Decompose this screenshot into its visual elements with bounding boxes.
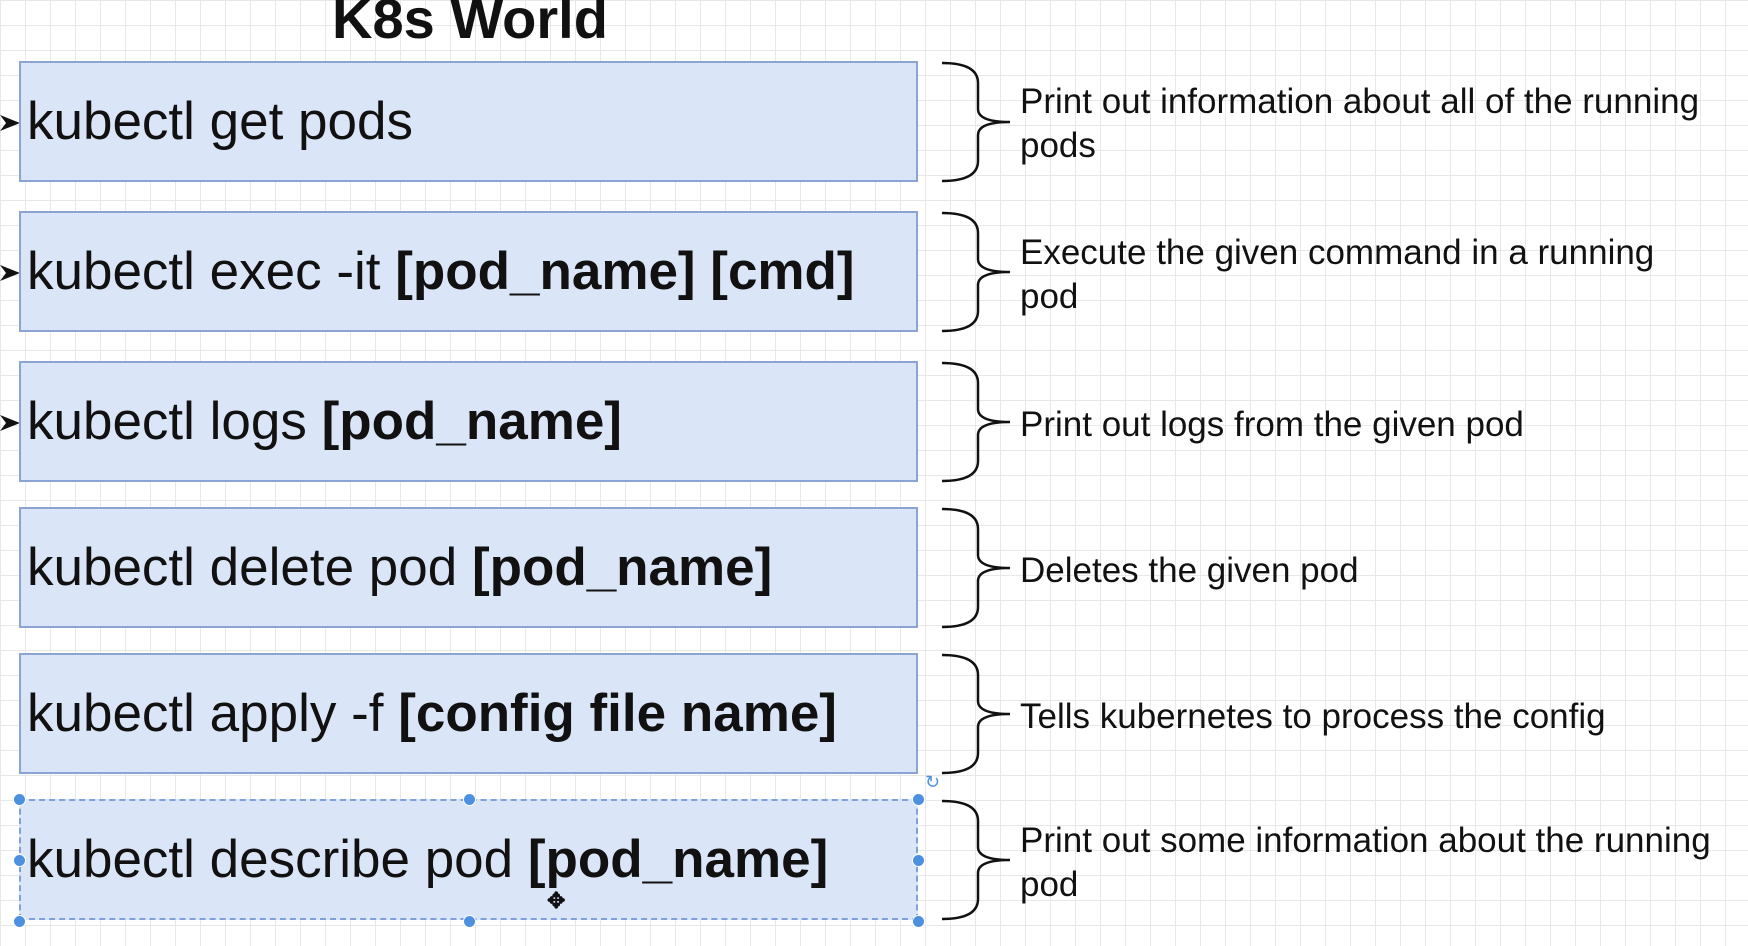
description-get-pods[interactable]: Print out information about all of the r… [1020, 82, 1700, 165]
command-text: kubectl exec -it [pod_name] [cmd] [27, 242, 855, 301]
command-box-logs[interactable]: kubectl logs [pod_name] [19, 361, 918, 482]
curly-brace-icon [941, 61, 1010, 183]
command-text: kubectl get pods [27, 92, 413, 151]
description-describe[interactable]: Print out some information about the run… [1020, 821, 1711, 904]
curly-brace-icon [941, 799, 1010, 921]
description-apply[interactable]: Tells kubernetes to process the config [1020, 697, 1606, 736]
move-cursor-icon: ✥ [547, 888, 566, 913]
description-exec[interactable]: Execute the given command in a running p… [1020, 233, 1655, 316]
curly-brace-icon [941, 653, 1010, 775]
resize-handle-bottom-left[interactable] [13, 915, 26, 928]
resize-handle-right[interactable] [912, 854, 925, 867]
resize-handle-top[interactable] [463, 793, 476, 806]
curly-brace-icon [941, 211, 1010, 333]
curly-brace-icon [941, 361, 1010, 483]
resize-handle-top-left[interactable] [13, 793, 26, 806]
command-box-apply[interactable]: kubectl apply -f [config file name] [19, 653, 918, 774]
rotate-icon[interactable]: ↻ [925, 772, 941, 792]
command-text: kubectl delete pod [pod_name] [27, 538, 773, 597]
curly-brace-icon [941, 507, 1010, 629]
resize-handle-left[interactable] [13, 854, 26, 867]
resize-handle-bottom[interactable] [463, 915, 476, 928]
arrow-right-icon [0, 415, 20, 431]
arrow-right-icon [0, 265, 20, 281]
command-box-delete[interactable]: kubectl delete pod [pod_name] [19, 507, 918, 628]
description-delete[interactable]: Deletes the given pod [1020, 551, 1359, 590]
diagram-title[interactable]: K8s World [332, 0, 608, 50]
arrow-right-icon [0, 115, 20, 131]
command-text: kubectl describe pod [pod_name] [27, 830, 829, 889]
command-box-exec[interactable]: kubectl exec -it [pod_name] [cmd] [19, 211, 918, 332]
command-box-describe[interactable]: kubectl describe pod [pod_name] [19, 799, 918, 920]
description-logs[interactable]: Print out logs from the given pod [1020, 405, 1524, 444]
resize-handle-bottom-right[interactable] [912, 915, 925, 928]
command-box-get-pods[interactable]: kubectl get pods [19, 61, 918, 182]
command-text: kubectl apply -f [config file name] [27, 684, 837, 743]
resize-handle-top-right[interactable] [912, 793, 925, 806]
command-text: kubectl logs [pod_name] [27, 392, 622, 451]
